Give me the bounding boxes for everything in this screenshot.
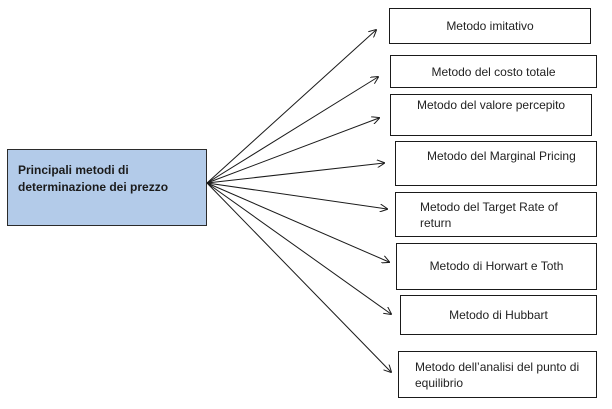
arrow-to-metodo-horwart-toth bbox=[206, 182, 389, 262]
method-box-imitativo: Metodo imitativo bbox=[389, 8, 591, 44]
method-box-marginal-pricing: Metodo del Marginal Pricing bbox=[395, 141, 597, 186]
arrow-to-metodo-punto-equilibrio bbox=[206, 182, 391, 372]
method-box-valore-percepito: Metodo del valore percepito bbox=[390, 94, 592, 136]
method-label: Metodo del costo totale bbox=[431, 65, 556, 79]
method-label: Metodo di Horwart e Toth bbox=[429, 259, 564, 273]
method-box-punto-equilibrio: Metodo dell’analisi del punto di equilib… bbox=[398, 351, 597, 398]
method-label: Metodo del valore percepito bbox=[417, 98, 566, 112]
source-box: Principali metodi di determinazione dei … bbox=[7, 149, 207, 226]
method-label: Metodo del Marginal Pricing bbox=[427, 149, 576, 163]
method-box-hubbart: Metodo di Hubbart bbox=[400, 295, 597, 335]
arrow-to-metodo-hubbart bbox=[206, 182, 391, 314]
arrow-to-metodo-costo-totale bbox=[206, 77, 378, 184]
arrow-to-metodo-target-rate bbox=[206, 182, 387, 209]
arrow-to-metodo-valore-percepito bbox=[206, 118, 379, 184]
method-box-target-rate: Metodo del Target Rate of return bbox=[395, 192, 597, 237]
arrow-to-metodo-marginal-pricing bbox=[206, 163, 384, 184]
arrow-to-metodo-imitativo bbox=[206, 30, 376, 184]
method-label: Metodo imitativo bbox=[446, 19, 534, 33]
source-label: Principali metodi di determinazione dei … bbox=[18, 163, 169, 194]
method-box-horwart-toth: Metodo di Horwart e Toth bbox=[396, 243, 597, 290]
method-label: Metodo di Hubbart bbox=[449, 308, 548, 322]
method-box-costo-totale: Metodo del costo totale bbox=[390, 55, 597, 88]
method-label: Metodo del Target Rate of return bbox=[420, 200, 558, 230]
method-label: Metodo dell’analisi del punto di equilib… bbox=[415, 360, 580, 390]
